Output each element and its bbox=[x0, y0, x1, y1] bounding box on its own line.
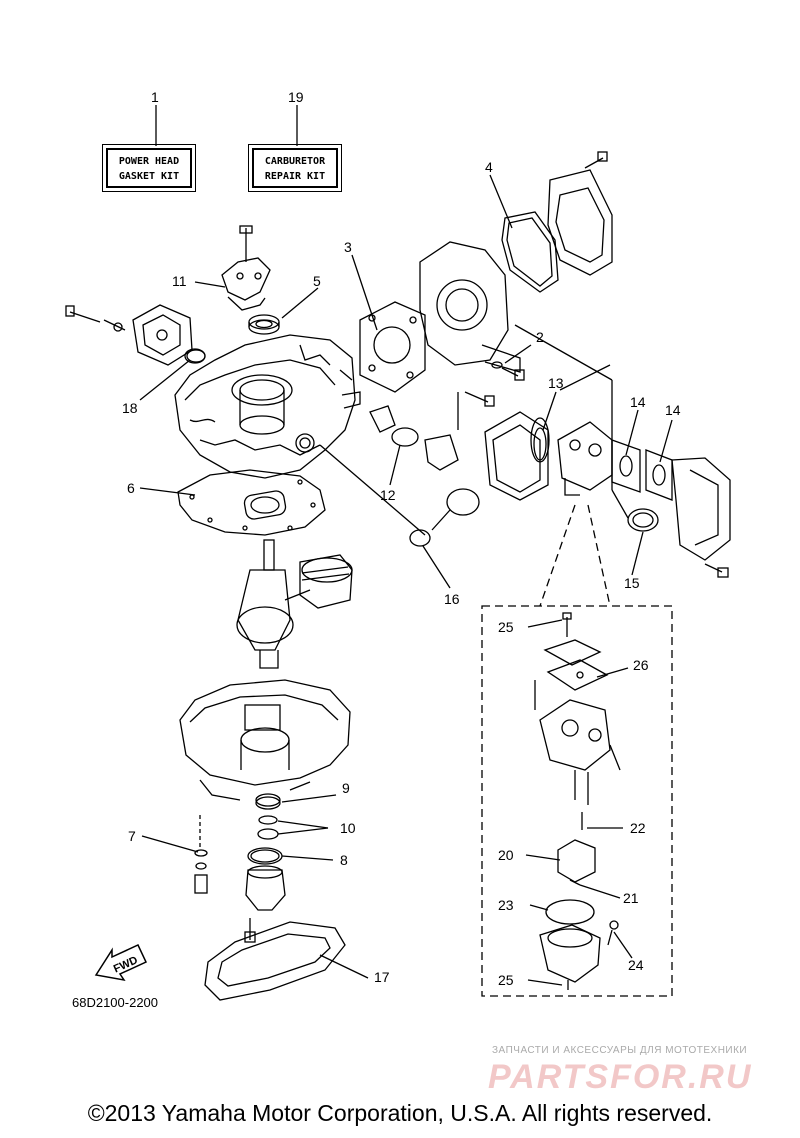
callout-4: 4 bbox=[485, 159, 493, 175]
callout-6: 6 bbox=[127, 480, 135, 496]
leader-lines bbox=[139, 174, 673, 986]
callout-9: 9 bbox=[342, 780, 350, 796]
intake-manifold bbox=[419, 241, 521, 373]
callout-7: 7 bbox=[128, 828, 136, 844]
gasket-3 bbox=[359, 301, 426, 393]
gasket-17 bbox=[204, 921, 346, 1001]
callout-14b: 14 bbox=[665, 402, 681, 418]
kit-numbers: 1 19 bbox=[151, 89, 304, 105]
thermostat-group bbox=[369, 391, 495, 471]
o-rings bbox=[184, 348, 547, 547]
copyright-notice: ©2013 Yamaha Motor Corporation, U.S.A. A… bbox=[87, 1100, 713, 1126]
fwd-arrow: FWD bbox=[94, 944, 148, 982]
callout-1: 1 bbox=[151, 89, 159, 105]
callout-10: 10 bbox=[340, 820, 356, 836]
callout-2: 2 bbox=[536, 329, 544, 345]
callout-14a: 14 bbox=[630, 394, 646, 410]
callout-11: 11 bbox=[172, 273, 187, 289]
callout-21: 21 bbox=[623, 890, 639, 906]
power-head-gasket-kit-label: POWER HEAD GASKET KIT bbox=[102, 144, 196, 192]
seals-8-9-10 bbox=[247, 793, 283, 865]
fuel-pump bbox=[65, 304, 206, 366]
carburetor bbox=[557, 421, 613, 496]
cover-plate bbox=[547, 151, 613, 276]
silencer bbox=[431, 411, 550, 531]
callout-5: 5 bbox=[313, 273, 321, 289]
callout-15: 15 bbox=[624, 575, 640, 591]
carb-inset bbox=[481, 504, 673, 997]
fwd-label: FWD bbox=[112, 954, 140, 975]
intake-elbow bbox=[671, 457, 731, 578]
crankcase bbox=[179, 679, 351, 801]
callout-25a: 25 bbox=[498, 619, 514, 635]
bolt-2 bbox=[491, 361, 525, 381]
diagram-code: 68D2100-2200 bbox=[72, 995, 159, 1010]
kit-19-line2: REPAIR KIT bbox=[264, 171, 326, 182]
crankshaft-piston bbox=[236, 539, 353, 669]
callout-3: 3 bbox=[344, 239, 352, 255]
callout-25b: 25 bbox=[498, 972, 514, 988]
callout-13: 13 bbox=[548, 375, 564, 391]
bottom-housing bbox=[244, 865, 286, 943]
oil-seal-5 bbox=[248, 314, 280, 335]
gasket-4 bbox=[501, 211, 559, 293]
callout-18: 18 bbox=[122, 400, 138, 416]
callout-26: 26 bbox=[633, 657, 649, 673]
callout-23: 23 bbox=[498, 897, 514, 913]
cylinder-block bbox=[174, 334, 361, 479]
watermark-tagline: ЗАПЧАСТИ И АКСЕССУАРЫ ДЛЯ МОТОТЕХНИКИ bbox=[492, 1045, 748, 1056]
callout-22: 22 bbox=[630, 820, 646, 836]
gasket-15 bbox=[627, 508, 659, 532]
callout-24: 24 bbox=[628, 957, 644, 973]
cover-11 bbox=[221, 225, 271, 311]
gaskets-14 bbox=[611, 439, 673, 501]
kit-1-line2: GASKET KIT bbox=[118, 171, 180, 182]
callout-12: 12 bbox=[380, 487, 396, 503]
callout-19: 19 bbox=[288, 89, 304, 105]
callout-16: 16 bbox=[444, 591, 460, 607]
watermark-logo: PARTSFOR.RU bbox=[488, 1058, 753, 1096]
drain-bolt-7 bbox=[194, 815, 208, 894]
kit-19-line1: CARBURETOR bbox=[264, 156, 326, 167]
kit-leaders bbox=[155, 105, 298, 146]
gasket-6 bbox=[177, 469, 326, 536]
carburetor-repair-kit-label: CARBURETOR REPAIR KIT bbox=[248, 144, 342, 192]
kit-1-line1: POWER HEAD bbox=[118, 156, 180, 167]
callout-20: 20 bbox=[498, 847, 514, 863]
callout-8: 8 bbox=[340, 852, 348, 868]
callout-17: 17 bbox=[374, 969, 390, 985]
callout-numbers: 2 3 4 5 6 7 8 9 10 11 12 13 14 14 15 16 … bbox=[122, 159, 681, 988]
